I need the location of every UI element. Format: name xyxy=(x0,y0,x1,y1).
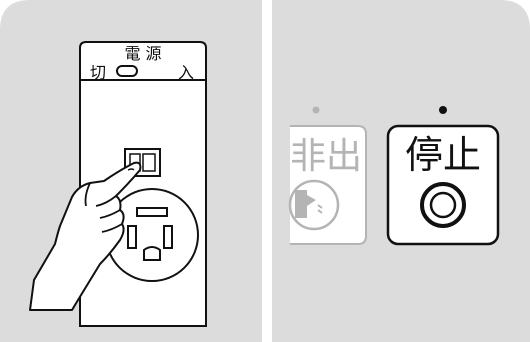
eject-button-faded: 非出 xyxy=(288,106,367,245)
indicator-dot-icon xyxy=(439,106,447,114)
hand-pressing-switch-icon xyxy=(29,161,142,311)
indicator-dot-icon xyxy=(312,106,320,114)
stop-button-label: 停止 xyxy=(405,133,481,177)
power-label-plate: 電 源 切 入 xyxy=(79,41,207,82)
rocker-switch-icon xyxy=(116,65,138,77)
eject-button-label: 非出 xyxy=(290,136,362,177)
power-label-on: 入 xyxy=(178,63,194,82)
eject-symbol-icon xyxy=(288,176,340,235)
stop-ring-icon xyxy=(420,182,466,228)
stop-button: 停止 xyxy=(386,106,500,246)
power-label-off: 切 xyxy=(90,63,106,82)
power-label-title: 電 源 xyxy=(124,44,161,63)
